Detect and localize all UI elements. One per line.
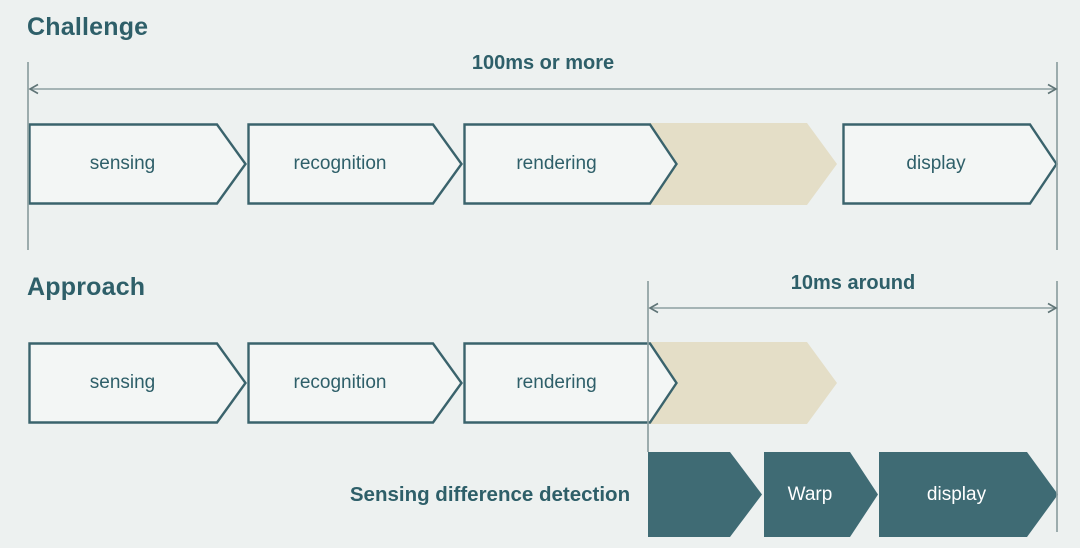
chevron-arrow-shape	[28, 123, 247, 205]
challenge-section-title: Challenge	[27, 13, 149, 41]
challenge-step-latency-gap	[650, 123, 837, 205]
approach-bottom-step-warp: Warp	[764, 452, 878, 537]
challenge-measure-right-tick	[1056, 62, 1058, 250]
approach-measure-label: 10ms around	[790, 272, 916, 294]
beige-arrow-shape	[650, 342, 837, 424]
chevron-arrow-shape	[247, 342, 463, 424]
challenge-measure-label: 100ms or more	[471, 52, 615, 74]
step-label: sensing	[89, 372, 156, 393]
challenge-measure-left-tick	[27, 62, 29, 250]
chevron-arrow-shape	[463, 123, 678, 205]
approach-measure-arrow-line	[648, 302, 1058, 314]
step-label: display	[906, 153, 966, 174]
challenge-step-rendering: rendering	[463, 123, 678, 205]
approach-step-rendering: rendering	[463, 342, 678, 424]
step-label: rendering	[516, 153, 597, 174]
chevron-arrow-shape	[463, 342, 678, 424]
step-label: recognition	[293, 153, 387, 174]
arrowhead-right-icon	[1047, 83, 1058, 95]
step-label: rendering	[516, 372, 597, 393]
step-label: sensing	[89, 153, 156, 174]
dark-arrow-shape	[648, 452, 762, 537]
approach-measure-right-tick	[1056, 281, 1058, 532]
approach-bottom-step-display: display	[879, 452, 1058, 537]
arrowhead-left-icon	[28, 83, 39, 95]
challenge-step-display: display	[842, 123, 1058, 205]
step-label: display	[926, 483, 987, 505]
step-label: recognition	[293, 372, 387, 393]
chevron-arrow-shape	[247, 123, 463, 205]
arrowhead-left-icon	[648, 302, 659, 314]
approach-step-latency-gap	[650, 342, 837, 424]
sensing-difference-detection-label: Sensing difference detection	[349, 482, 631, 506]
approach-section-title: Approach	[27, 273, 146, 301]
approach-step-recognition: recognition	[247, 342, 463, 424]
dark-arrow-shape	[764, 452, 878, 537]
challenge-step-sensing: sensing	[28, 123, 247, 205]
dark-arrow-shape	[879, 452, 1058, 537]
beige-arrow-shape	[650, 123, 837, 205]
chevron-arrow-shape	[842, 123, 1058, 205]
approach-step-sensing: sensing	[28, 342, 247, 424]
arrowhead-right-icon	[1047, 302, 1058, 314]
chevron-arrow-shape	[28, 342, 247, 424]
challenge-step-recognition: recognition	[247, 123, 463, 205]
approach-measure-left-tick	[647, 281, 649, 452]
step-label: Warp	[787, 483, 833, 505]
approach-bottom-step-detection	[648, 452, 762, 537]
challenge-measure-arrow-line	[28, 83, 1058, 95]
